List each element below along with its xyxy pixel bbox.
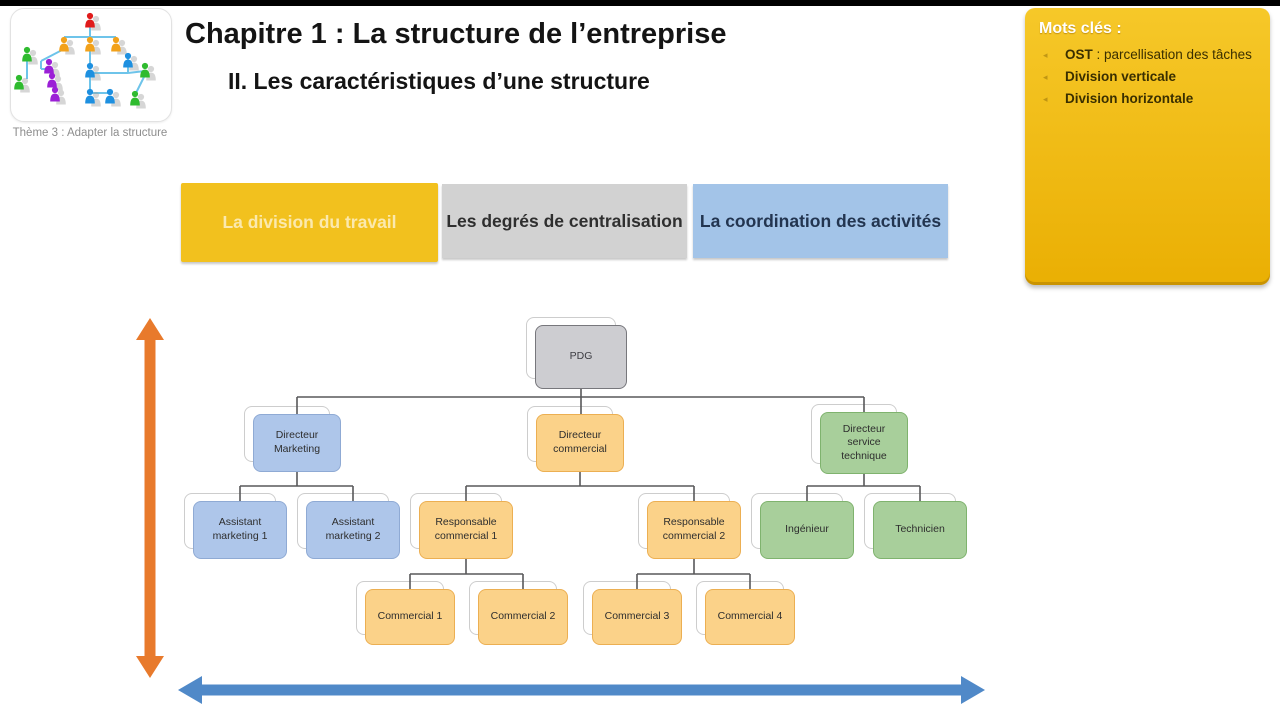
keyword-term: Division horizontale xyxy=(1065,91,1194,106)
page-subtitle: II. Les caractéristiques d’une structure xyxy=(228,68,650,94)
org-node-dir-marketing: Directeur Marketing xyxy=(244,406,341,472)
keywords-panel: Mots clés : ◂ OST : parcellisation des t… xyxy=(1025,8,1270,285)
keyword-term: OST xyxy=(1065,47,1093,62)
org-node-responsable-1: Responsable commercial 1 xyxy=(410,493,513,559)
vertical-division-arrow xyxy=(136,318,164,678)
bullet-icon: ◂ xyxy=(1043,94,1048,104)
connector-lines xyxy=(239,389,921,589)
keyword-item-division-horizontale: ◂ Division horizontale xyxy=(1039,90,1256,109)
page-title: Chapitre 1 : La structure de l’entrepris… xyxy=(185,18,727,50)
org-chart-people-icon xyxy=(14,12,156,109)
tab-degres-de-centralisation[interactable]: Les degrés de centralisation xyxy=(442,184,687,258)
tab-division-du-travail[interactable]: La division du travail xyxy=(181,183,438,262)
bullet-icon: ◂ xyxy=(1043,72,1048,82)
keywords-title: Mots clés : xyxy=(1039,20,1122,37)
org-node-commercial-2: Commercial 2 xyxy=(469,581,568,645)
org-node-technicien: Technicien xyxy=(864,493,967,559)
org-node-commercial-1: Commercial 1 xyxy=(356,581,455,645)
org-node-pdg: PDG xyxy=(526,317,627,389)
org-node-assistant-2: Assistant marketing 2 xyxy=(297,493,400,559)
horizontal-division-arrow xyxy=(178,676,985,704)
keyword-item-division-verticale: ◂ Division verticale xyxy=(1039,68,1256,87)
org-node-commercial-3: Commercial 3 xyxy=(583,581,682,645)
theme-caption: Thème 3 : Adapter la structure xyxy=(12,127,168,139)
org-node-commercial-4: Commercial 4 xyxy=(696,581,795,645)
keyword-item-ost: ◂ OST : parcellisation des tâches xyxy=(1039,46,1256,65)
org-node-assistant-1: Assistant marketing 1 xyxy=(184,493,287,559)
org-node-responsable-2: Responsable commercial 2 xyxy=(638,493,741,559)
keyword-term: Division verticale xyxy=(1065,69,1177,84)
tab-coordination-des-activites[interactable]: La coordination des activités xyxy=(693,184,948,258)
keyword-rest: : parcellisation des tâches xyxy=(1092,47,1252,62)
video-letterbox-bar xyxy=(0,0,1280,6)
org-node-dir-commercial: Directeur commercial xyxy=(527,406,624,472)
theme-logo-card xyxy=(10,8,172,122)
org-node-ingenieur: Ingénieur xyxy=(751,493,854,559)
org-node-dir-technique: Directeur service technique xyxy=(811,404,908,474)
bullet-icon: ◂ xyxy=(1043,50,1048,60)
